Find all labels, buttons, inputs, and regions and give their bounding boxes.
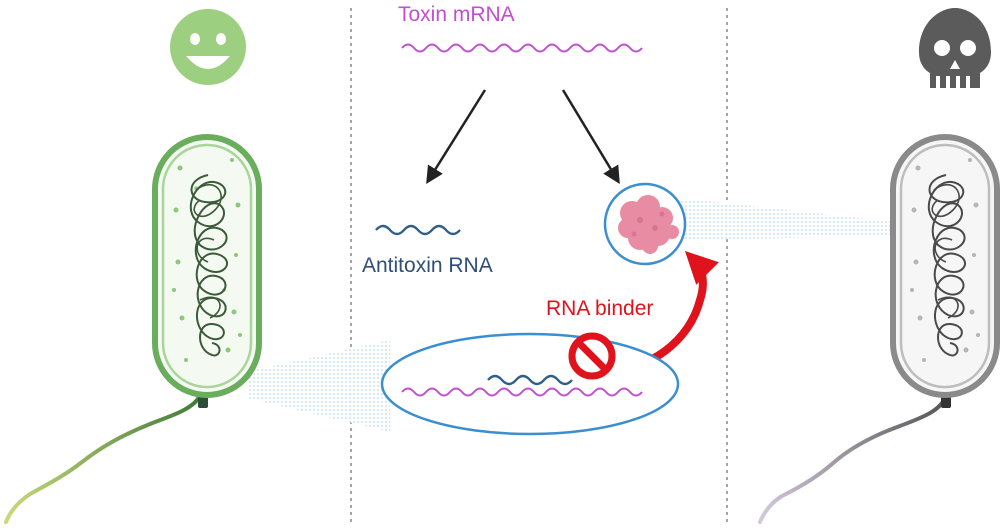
healthy-bacterium — [4, 134, 262, 524]
rna-binder-label: RNA binder — [546, 297, 653, 320]
smiley-face-icon — [170, 9, 246, 85]
zoom-beam-left — [247, 340, 390, 432]
antitoxin-rna-label: Antitoxin RNA — [362, 254, 493, 277]
bound-antitoxin-rna — [487, 374, 573, 386]
arrow-to-antitoxin — [426, 89, 487, 184]
toxin-protein-zoom — [603, 182, 687, 266]
toxin-mrna-label: Toxin mRNA — [398, 3, 515, 26]
arrow-to-toxin-protein — [561, 89, 620, 184]
antitoxin-rna-strand — [375, 224, 461, 236]
zoom-beam-right — [680, 198, 895, 240]
dead-bacterium — [758, 134, 1000, 524]
toxin-protein — [618, 195, 679, 254]
toxin-mrna-strand — [401, 43, 643, 53]
binding-zoom — [380, 332, 680, 436]
skull-icon — [919, 8, 991, 88]
bound-toxin-mrna — [401, 387, 643, 397]
no-sign-icon — [568, 332, 616, 380]
